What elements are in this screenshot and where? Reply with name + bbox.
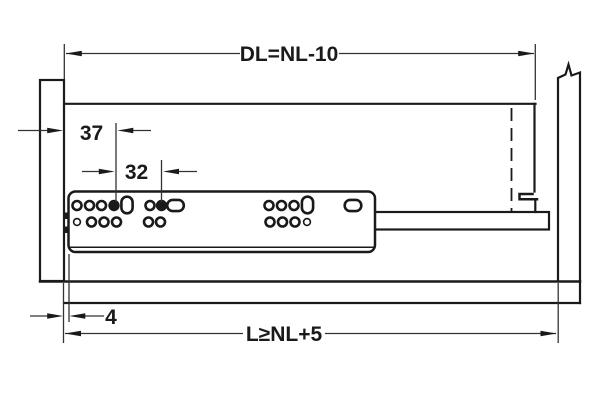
hole-pitch-label: 32 bbox=[125, 161, 148, 184]
arrowhead-right-pointing bbox=[98, 168, 115, 175]
arrowhead-left-pointing bbox=[69, 313, 86, 319]
rail-hole-ring bbox=[154, 216, 167, 228]
slide-rail bbox=[63, 190, 551, 254]
dimension-bottom: L≥NL+5 bbox=[65, 283, 559, 346]
rail-hole-ring bbox=[288, 199, 300, 212]
dimension-32: 32 bbox=[82, 160, 197, 202]
rail-hole-ring bbox=[276, 216, 289, 228]
arrowhead-left-pointing bbox=[163, 168, 179, 175]
front-bracket-tab-upper bbox=[63, 212, 69, 219]
front-gap-label: 4 bbox=[105, 306, 117, 329]
front-bracket-tab-lower bbox=[63, 226, 69, 233]
rail-hole-ring bbox=[110, 216, 123, 228]
rail-holes bbox=[71, 195, 363, 228]
arrowhead-left-pointing bbox=[117, 127, 134, 134]
arrowhead-right bbox=[518, 50, 535, 57]
rail-hole-ring bbox=[98, 216, 110, 228]
bottom-dimension-label: L≥NL+5 bbox=[246, 323, 323, 346]
rail-hole-ring bbox=[275, 199, 288, 212]
drawer-side bbox=[63, 102, 537, 211]
rear-wall bbox=[556, 60, 582, 305]
rear-extension-bar bbox=[366, 210, 551, 231]
rail-hole-ring bbox=[71, 199, 83, 212]
dimension-top: DL=NL-10 bbox=[63, 43, 536, 100]
rail-hole-ring bbox=[263, 199, 275, 212]
dimension-4: 4 bbox=[30, 254, 117, 343]
arrowhead-left bbox=[65, 50, 82, 57]
rail-hole-vslot bbox=[300, 195, 315, 215]
cabinet-structure bbox=[38, 60, 582, 305]
front-offset-label: 37 bbox=[80, 122, 103, 145]
rail-hole-filled bbox=[155, 199, 168, 212]
arrowhead-right bbox=[540, 330, 557, 337]
rail-hole-ring bbox=[83, 199, 96, 212]
rail-hole-ring bbox=[142, 216, 155, 228]
rail-hole-small bbox=[302, 217, 312, 227]
arrowhead-left bbox=[65, 330, 81, 337]
rear-hook bbox=[518, 192, 539, 201]
rail-hole-filled bbox=[108, 199, 120, 212]
front-panel bbox=[38, 78, 66, 283]
rail-hole-ring bbox=[95, 199, 108, 212]
rail-hole-ring bbox=[85, 216, 98, 228]
rail-hole-hoval bbox=[343, 198, 363, 213]
dimension-37: 37 bbox=[18, 122, 151, 202]
arrowhead-right-pointing bbox=[47, 313, 64, 319]
rail-hole-ring bbox=[289, 216, 301, 228]
rail-hole-small bbox=[72, 217, 82, 227]
arrowhead-right-pointing bbox=[47, 127, 64, 134]
rail-hole-vslot bbox=[120, 195, 134, 215]
rail-hole-ring bbox=[144, 199, 156, 212]
top-dimension-label: DL=NL-10 bbox=[240, 43, 339, 66]
rail-hole-hoval bbox=[165, 198, 186, 213]
rail-hole-ring bbox=[264, 216, 276, 228]
